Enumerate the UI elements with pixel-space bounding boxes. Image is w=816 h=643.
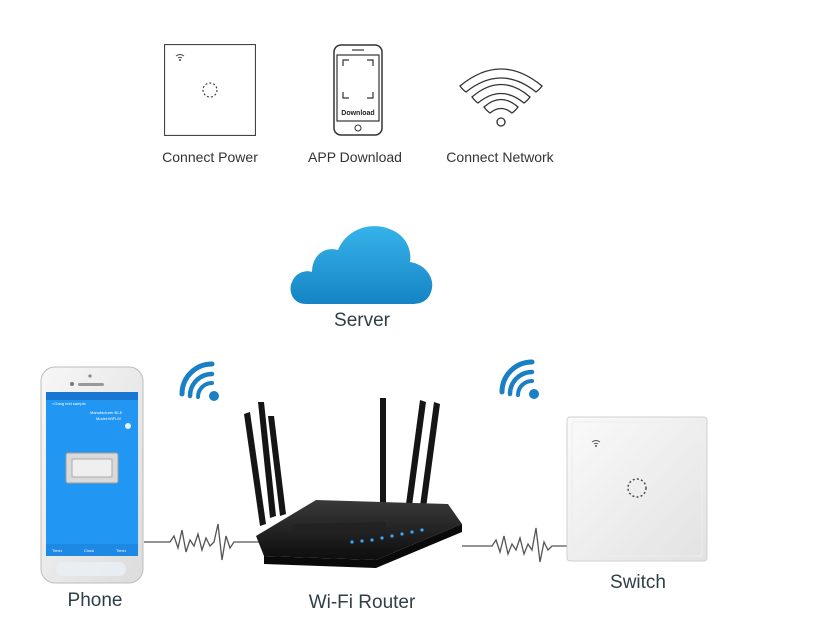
server-label: Server [334, 310, 390, 331]
router-label: Wi-Fi Router [308, 592, 416, 613]
phone-download-icon [333, 44, 383, 136]
router-device [236, 396, 468, 574]
app-info-line2: Model:WiFi-M [96, 416, 121, 421]
phone-label: Phone [67, 590, 123, 611]
step-label-connect-power: Connect Power [162, 149, 258, 165]
smart-switch-device [566, 416, 708, 562]
wifi-signal-left-icon [176, 358, 222, 404]
step-connect-network [456, 62, 546, 128]
cloud-icon [288, 216, 436, 306]
app-header-text: <Gang test sample [52, 401, 86, 406]
step-label-app-download: APP Download [308, 149, 402, 165]
signal-wire-right [462, 522, 570, 566]
app-info-line1: Manufacturer:BLE [90, 410, 123, 415]
phone-device: <Gang test sample Manufacturer:BLE Model… [40, 366, 144, 584]
step-connect-power [164, 44, 256, 136]
download-screen-text: Download [341, 110, 375, 117]
app-tab-3: Timer [116, 548, 127, 553]
signal-wire-left [144, 516, 262, 566]
app-tab-1: Timer [52, 548, 63, 553]
step-label-connect-network: Connect Network [446, 149, 554, 165]
wifi-signal-right-icon [496, 356, 542, 402]
wifi-icon [459, 68, 543, 127]
switch-panel-icon [164, 44, 256, 136]
app-tab-2: Clock [84, 548, 95, 553]
step-app-download: Download [333, 44, 383, 136]
switch-label: Switch [610, 572, 666, 593]
